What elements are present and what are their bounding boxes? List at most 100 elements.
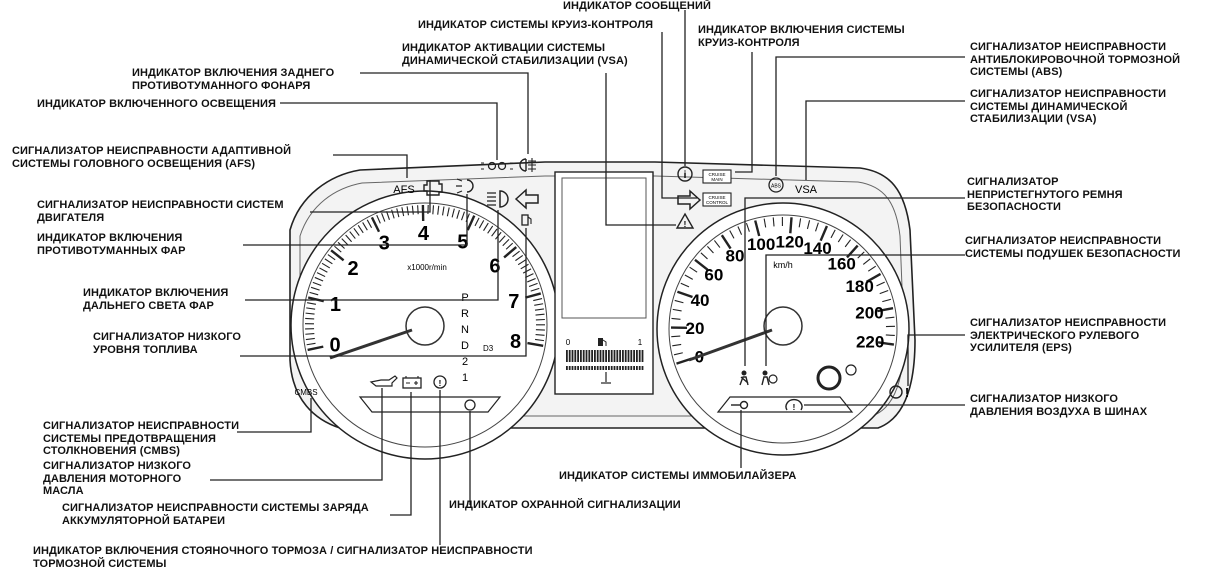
vsa-activation-icon: ! <box>675 212 695 229</box>
tachometer-needle <box>329 328 413 360</box>
svg-text:CRUISE: CRUISE <box>708 172 725 177</box>
security-alarm-icon <box>464 399 476 411</box>
tachometer-minor-tick <box>306 302 317 305</box>
gear-letter: P <box>461 292 468 304</box>
speedometer-minor-tick <box>673 352 683 356</box>
tachometer-hub <box>405 306 445 346</box>
svg-text:!: ! <box>684 220 687 229</box>
tachometer-minor-tick <box>528 282 538 288</box>
label-lights-on: ИНДИКАТОР ВКЛЮЧЕННОГО ОСВЕЩЕНИЯ <box>37 98 277 110</box>
temperature-gauge-segment <box>616 366 619 370</box>
temperature-icon <box>601 372 611 384</box>
fuel-gauge-segment <box>636 350 638 362</box>
label-cruise-on: ИНДИКАТОР ВКЛЮЧЕНИЯ СИСТЕМЫ КРУИЗ-КОНТРО… <box>698 24 905 49</box>
tachometer-minor-tick <box>487 225 494 234</box>
tachometer-minor-tick <box>310 286 320 291</box>
fuel-gauge-segment <box>594 350 596 362</box>
tachometer-minor-tick <box>357 225 364 234</box>
fuel-gauge-segment <box>580 350 582 362</box>
label-charging: СИГНАЛИЗАТОР НЕИСПРАВНОСТИ СИСТЕМЫ ЗАРЯД… <box>62 502 369 527</box>
label-eps: СИГНАЛИЗАТОР НЕИСПРАВНОСТИ ЭЛЕКТРИЧЕСКОГ… <box>970 317 1167 354</box>
temperature-gauge-segment <box>613 366 616 370</box>
label-immobilizer: ИНДИКАТОР СИСТЕМЫ ИММОБИЛАЙЗЕРА <box>559 470 797 482</box>
temperature-gauge-segment <box>571 366 574 370</box>
turn-signal-left-icon <box>514 188 539 210</box>
speedometer-scale-label: 60 <box>704 266 723 285</box>
speedometer: 020406080100120140160180200220 km/h <box>656 202 910 456</box>
tachometer-scale-label: 4 <box>418 223 430 245</box>
tachometer-minor-tick <box>535 313 545 316</box>
tachometer-minor-tick <box>305 333 315 335</box>
callout-leader-lines <box>210 10 965 545</box>
turn-signal-right-icon <box>677 189 702 211</box>
fuel-gauge-segment <box>602 350 605 362</box>
tachometer-minor-tick <box>535 334 545 336</box>
speedometer-minor-tick <box>684 274 694 280</box>
tachometer-minor-tick <box>451 208 455 218</box>
tachometer-major-tick <box>466 215 476 231</box>
speedometer-major-tick <box>754 220 761 237</box>
tachometer-minor-tick <box>411 205 414 215</box>
tachometer-minor-tick <box>417 205 419 215</box>
speedometer-unit: km/h <box>773 260 793 270</box>
tachometer-minor-tick <box>527 277 536 283</box>
temperature-gauge-segment <box>574 366 577 370</box>
speedometer-minor-tick <box>885 334 895 337</box>
tachometer-unit: x1000r/min <box>407 263 447 272</box>
gear-letter: R <box>461 308 469 320</box>
left-lower-bezel <box>358 396 502 413</box>
fuel-gauge-segment <box>577 350 579 362</box>
tachometer-minor-tick <box>381 212 386 222</box>
temperature-gauge-segment <box>633 366 635 370</box>
fuel-scale-empty: 0 <box>566 338 571 347</box>
speedometer-minor-tick <box>674 299 684 304</box>
fuel-gauge-segment <box>622 350 624 362</box>
label-vsa-activation: ИНДИКАТОР АКТИВАЦИИ СИСТЕМЫ ДИНАМИЧЕСКОЙ… <box>402 42 628 67</box>
temperature-gauge-segment <box>622 366 624 370</box>
speedometer-scale-label: 200 <box>855 304 883 323</box>
fuel-gauge-segment <box>568 350 571 362</box>
tachometer-minor-tick <box>386 211 390 221</box>
speedometer-minor-tick <box>815 222 819 232</box>
cruise-control-icon: CRUISE CONTROL <box>702 192 732 207</box>
low-fuel-icon <box>521 214 532 226</box>
speedometer-minor-tick <box>672 343 682 347</box>
fuel-gauge-segment <box>624 350 627 362</box>
tachometer-minor-tick <box>376 214 381 224</box>
rear-fog-light-icon <box>519 158 536 172</box>
svg-text:CRUISE: CRUISE <box>708 195 725 200</box>
tachometer-scale-label: 6 <box>489 255 500 277</box>
speedometer-scale-label: 180 <box>845 277 873 296</box>
tachometer-minor-tick <box>437 205 440 215</box>
airbag-icon <box>761 370 778 386</box>
temperature-gauge-bars <box>566 366 644 370</box>
tire-pressure-small-icon <box>845 364 857 376</box>
temperature-gauge-segment <box>638 366 641 370</box>
temperature-gauge-segment <box>610 366 613 370</box>
temperature-gauge-segment <box>608 366 610 370</box>
temperature-gauge-segment <box>619 366 621 370</box>
speedometer-minor-tick <box>745 222 750 232</box>
multi-info-display: 0 1 <box>554 171 654 395</box>
fuel-gauge-segment <box>585 350 588 362</box>
tire-pressure-icon: ! <box>785 398 803 412</box>
tachometer-minor-tick <box>491 228 498 237</box>
tachometer-major-tick <box>525 292 542 299</box>
fuel-gauge-segment <box>574 350 577 362</box>
headlight-on-icon <box>481 161 513 171</box>
temperature-gauge-segment <box>585 366 588 370</box>
tachometer-scale-label: 2 <box>347 258 358 280</box>
speedometer-minor-tick <box>680 282 690 288</box>
tachometer-minor-tick <box>533 298 543 302</box>
label-tire-pressure: СИГНАЛИЗАТОР НИЗКОГО ДАВЛЕНИЯ ВОЗДУХА В … <box>970 393 1148 418</box>
tachometer-scale-label: 7 <box>508 291 519 313</box>
gear-letter: D <box>461 340 469 352</box>
svg-text:i: i <box>684 170 687 181</box>
temperature-gauge-segment <box>624 366 627 370</box>
tachometer-minor-tick <box>534 303 544 306</box>
tachometer-scale-label: 1 <box>330 294 341 316</box>
speedometer-major-tick <box>720 234 732 250</box>
tachometer-minor-tick <box>515 254 524 262</box>
speedometer-minor-tick <box>879 290 889 295</box>
